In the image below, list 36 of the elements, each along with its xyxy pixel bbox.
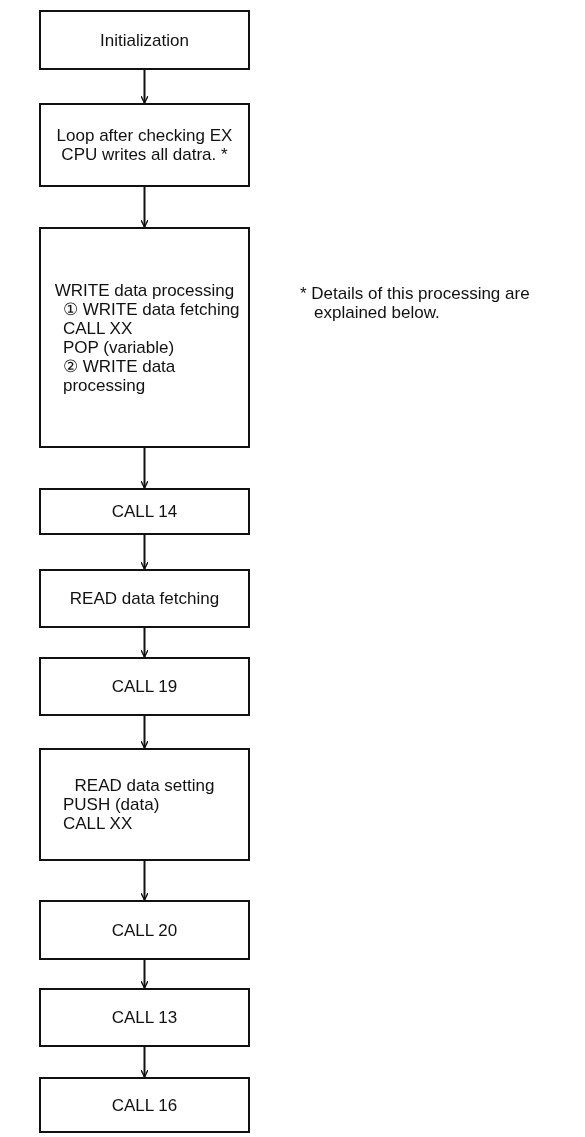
box-text: CALL 16 <box>110 1095 179 1115</box>
process-box <box>39 227 250 448</box>
arrow <box>140 534 149 570</box>
box-text: Loop after checking EX CPU writes all datra. * <box>55 126 234 164</box>
arrow <box>140 627 149 658</box>
process-box <box>39 10 250 70</box>
process-box <box>39 988 250 1047</box>
process-box <box>39 1077 250 1133</box>
process-box <box>39 657 250 716</box>
arrow <box>140 69 149 104</box>
arrow <box>140 447 149 489</box>
box-text: PUSH (data) <box>62 795 161 814</box>
box-text: ① WRITE data fetching <box>62 299 240 319</box>
box-text: Initialization <box>99 30 190 50</box>
arrow <box>140 1046 149 1078</box>
process-box <box>39 569 250 628</box>
arrow <box>140 860 149 901</box>
box-text: CALL 14 <box>110 502 179 521</box>
box-text: ② WRITE data processing <box>62 356 177 395</box>
process-box <box>39 488 250 535</box>
process-box <box>39 900 250 960</box>
process-box <box>39 748 250 861</box>
box-text: CALL XX <box>62 318 134 338</box>
box-text: CALL 13 <box>110 1008 179 1027</box>
box-text: POP (variable) <box>62 337 176 357</box>
box-text: READ data fetching <box>68 589 221 608</box>
box-text: WRITE data processing <box>53 280 236 300</box>
box-text: CALL 19 <box>110 677 179 696</box>
footnote: * Details of this processing are explained below. <box>300 284 531 322</box>
arrow <box>140 715 149 749</box>
box-text: READ data setting <box>73 776 216 795</box>
box-text: CALL 20 <box>110 920 179 940</box>
process-box <box>39 103 250 187</box>
arrow <box>140 186 149 228</box>
arrow <box>140 959 149 989</box>
box-text: CALL XX <box>62 814 134 833</box>
